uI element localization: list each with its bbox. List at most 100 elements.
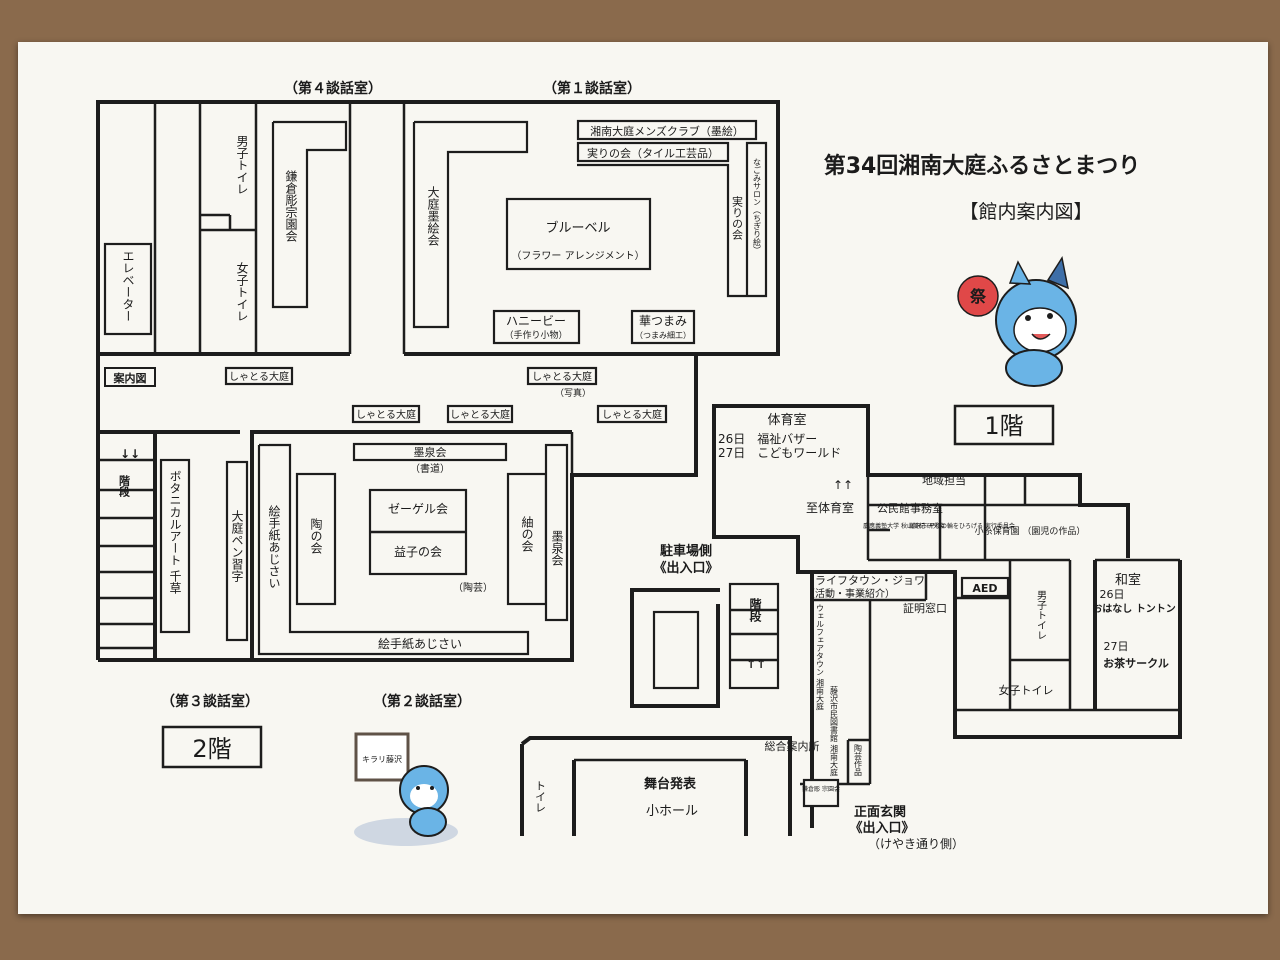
zegeru-label: ゼーゲル会 — [388, 502, 448, 516]
minori-tile-booth — [576, 141, 730, 163]
upper-left-walls — [96, 100, 780, 660]
aed-box — [960, 576, 1010, 598]
stairs-center-arrows: ↑↑ — [746, 657, 766, 671]
shatoru-2-sub-label: （写真） — [555, 387, 591, 399]
sogo-label: 総合案内所 — [765, 739, 820, 753]
minori-tile-label: 実りの会（タイル工芸品） — [587, 146, 719, 160]
kamakura-small-label: 鎌倉彫 宗園会 — [802, 785, 840, 793]
tougei-label: （陶芸） — [453, 581, 493, 594]
meeting-room-4-label: （第４談話室） — [284, 80, 382, 97]
pen-label: 大庭ペン習字 — [230, 510, 244, 582]
bokusen-top-label: 墨泉会 — [414, 445, 447, 459]
lifetown-sub-label: （活動・事業紹介） — [805, 587, 895, 600]
shatoru-4 — [446, 404, 514, 424]
center-walls — [520, 404, 1182, 836]
meeting-room-2-label: （第２談話室） — [373, 693, 471, 710]
womens-toilet-right-label: 女子トイレ — [999, 683, 1054, 697]
shatoru-2-label: しゃとる大庭 — [532, 370, 592, 383]
oba-sumie-label: 大庭墨絵会 — [426, 186, 440, 247]
tsumugi-booth — [506, 472, 548, 606]
kamakura-label: 鎌倉彫宗園会 — [284, 169, 298, 243]
koito-label: 小糸保育園 （園児の作品） — [975, 525, 1086, 537]
info-board-label: 案内図 — [113, 371, 147, 385]
bokusen-top-booth — [352, 442, 508, 462]
ohanashi-label: おはなし トントン — [1092, 603, 1175, 615]
elevator-label: エレベーター — [121, 250, 135, 322]
bokusen-top-sub-label: （書道） — [410, 462, 450, 475]
hanatsumami-booth — [630, 309, 696, 345]
small-hall-label: 小ホール — [646, 804, 698, 819]
shatoru-3 — [351, 404, 421, 424]
to-gym-arrows: ↑↑ — [833, 478, 853, 492]
mens-toilet-right-label: 男子トイレ — [1035, 590, 1047, 640]
mens-toilet-left-label: 男子トイレ — [235, 135, 249, 195]
fujisawa-label: 藤沢市 平和の輪をひろげる 実行委員会 — [909, 522, 1015, 530]
shatoru-4-label: しゃとる大庭 — [450, 408, 510, 421]
stage-label: 舞台発表 — [643, 776, 697, 792]
nagomi-label: なごみサロン（ちぎり絵） — [753, 158, 762, 254]
meeting-room-1-label: （第１談話室） — [543, 80, 641, 97]
wellfair-label: ウェルフェアタウン 湘南大庭 — [816, 604, 825, 712]
floor-2-label: 2階 — [192, 735, 231, 763]
lower-left-walls — [98, 354, 698, 662]
kominkan-label: 公民館事務室 — [877, 501, 943, 515]
stairs-left — [98, 458, 155, 650]
sign-text: キラリ藤沢 — [362, 754, 402, 764]
stairs-left-arrows: ↓↓ — [120, 447, 140, 461]
ocha-label: お茶サークル — [1103, 656, 1169, 670]
mens-club-booth — [576, 119, 758, 141]
hanatsumami-sub-label: （つまみ細工） — [635, 330, 691, 340]
floor-1-box — [953, 404, 1055, 446]
etegami-booth — [257, 443, 530, 656]
bluebell-booth — [505, 197, 652, 271]
fan-character: 祭 — [969, 287, 987, 306]
minori-booth — [577, 141, 768, 298]
honeybee-booth — [492, 309, 581, 345]
meeting-room-3-label: （第３談話室） — [161, 693, 259, 710]
gym-26-label: 26日 福祉バザー — [718, 431, 817, 446]
stairs-center-label: 階段 — [748, 597, 762, 623]
washitsu-label: 和室 — [1115, 572, 1141, 588]
bluebell-label: ブルーベル — [545, 220, 610, 236]
shatoru-2 — [526, 366, 598, 386]
aed-label: AED — [972, 582, 997, 595]
shatoru-3-label: しゃとる大庭 — [356, 408, 416, 421]
to-gym-label: 至体育室 — [806, 500, 854, 515]
library-label: 藤沢市民図書館 湘南大庭 — [830, 685, 839, 778]
shomei-label: 証明窓口 — [903, 601, 947, 615]
etegami-bottom-label: 絵手紙あじさい — [378, 636, 462, 651]
shatoru-1-label: しゃとる大庭 — [229, 370, 289, 383]
keio-label: 慶應義塾大学 秋山美紀 研究会 — [863, 522, 945, 530]
bokusen-right-label: 墨泉会 — [550, 530, 564, 567]
botanical-label: ボタニカルアート 千草 — [168, 470, 182, 594]
tounokai-label: 陶の会 — [309, 517, 323, 555]
map-subtitle: 【館内案内図】 — [959, 201, 1092, 223]
gym-27-label: 27日 こどもワールド — [718, 446, 841, 460]
entrance-sub-label: 《出入口》 — [849, 820, 914, 836]
kamakura-booth — [271, 120, 348, 309]
parking-label: 駐車場側 — [660, 543, 712, 559]
botanical-booth — [159, 458, 191, 634]
tounokai-booth — [295, 472, 337, 606]
mens-club-label: 湘南大庭メンズクラブ（墨絵） — [590, 124, 744, 138]
info-board — [104, 367, 156, 387]
gym-label: 体育室 — [767, 412, 806, 428]
tsumugi-label: 紬の会 — [520, 516, 534, 553]
honeybee-sub-label: （手作り小物） — [504, 329, 567, 341]
elevator — [103, 242, 153, 336]
mascot-with-sign: キラリ藤沢 — [354, 732, 458, 846]
pen-booth — [225, 460, 249, 642]
washitsu-26-label: 26日 — [1100, 588, 1125, 601]
bluebell-sub-label: （フラワー アレンジメント） — [511, 250, 644, 262]
stairs-center — [728, 582, 780, 690]
honeybee-label: ハニービー — [506, 314, 566, 328]
mashiko-label: 益子の会 — [394, 545, 442, 559]
tougei-sakuhin-label: 陶芸作品 — [854, 743, 863, 777]
parking-sub-label: 《出入口》 — [653, 560, 718, 576]
stairs-left-label: 階段 — [118, 474, 131, 498]
womens-toilet-left-label: 女子トイレ — [235, 261, 249, 322]
kamakura-small-booth — [802, 778, 840, 808]
minori-label: 実りの会 — [731, 195, 744, 240]
hanatsumami-label: 華つまみ — [639, 314, 687, 328]
